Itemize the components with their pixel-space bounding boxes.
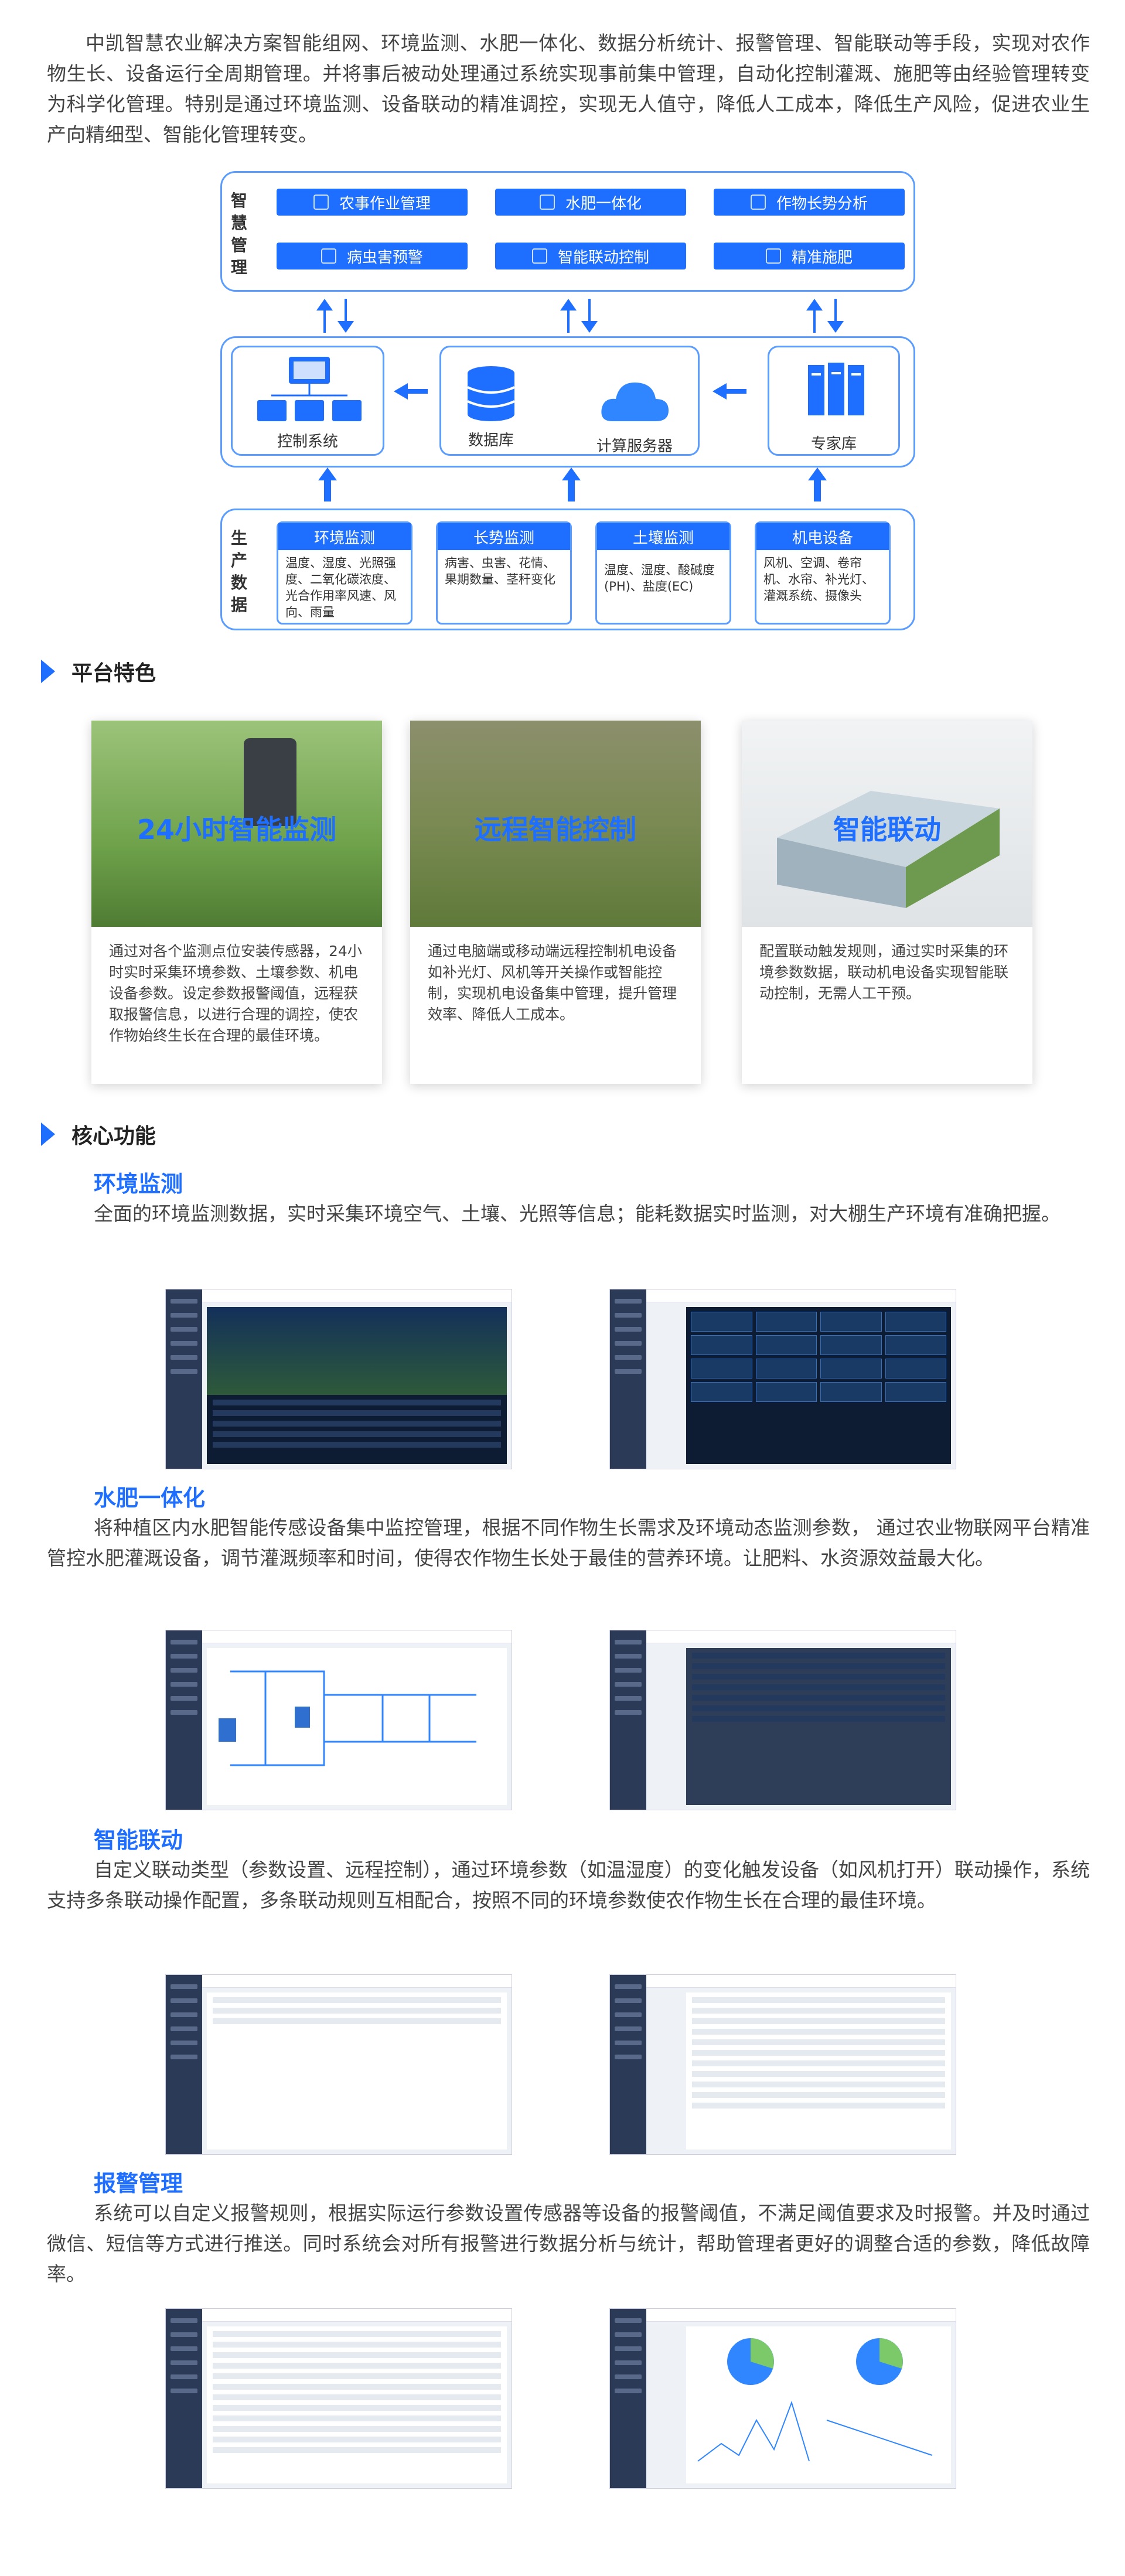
screenshot-alarm-statistics bbox=[609, 2308, 956, 2489]
feature-card-remote-control: 远程智能控制 通过电脑端或移动端远程控制机电设备如补光灯、风机等开关操作或智能控… bbox=[410, 721, 701, 1084]
core-title-alarm: 报警管理 bbox=[94, 2171, 183, 2196]
feature-card-text: 通过电脑端或移动端远程控制机电设备如补光灯、风机等开关操作或智能控制，实现机电设… bbox=[428, 943, 677, 1023]
feature-card-linkage: 智能联动 配置联动触发规则，通过实时采集的环境参数数据，联动机电设备实现智能联动… bbox=[742, 721, 1032, 1084]
production-box-body: 病害、虫害、花情、果期数量、茎秆变化 bbox=[445, 556, 555, 586]
inbox-icon bbox=[765, 248, 781, 264]
data-center-box: 数据库 计算服务器 bbox=[439, 346, 700, 456]
screenshot-linkage-table bbox=[609, 1974, 956, 2155]
production-box-growth: 长势监测 病害、虫害、花情、果期数量、茎秆变化 bbox=[436, 521, 572, 625]
alarm-charts bbox=[697, 2338, 933, 2462]
production-box-body: 风机、空调、卷帘机、水帘、补光灯、灌溉系统、摄像头 bbox=[763, 556, 874, 603]
mgmt-item-farm-work: 农事作业管理 bbox=[277, 189, 468, 216]
production-box-title: 土壤监测 bbox=[597, 523, 729, 550]
greenhouse-illustration bbox=[777, 791, 1000, 908]
production-box-environment: 环境监测 温度、湿度、光照强度、二氧化碳浓度、光合作用率风速、风向、雨量 bbox=[277, 521, 412, 625]
document-icon bbox=[539, 195, 555, 210]
core-text-environment: 全面的环境监测数据，实时采集环境空气、土壤、光照等信息；能耗数据实时监测，对大棚… bbox=[94, 1202, 1061, 1225]
core-text-linkage: 自定义联动类型（参数设置、远程控制），通过环境参数（如温湿度）的变化触发设备（如… bbox=[47, 1858, 1090, 1912]
expert-library-label: 专家库 bbox=[810, 435, 857, 453]
feature-card-title: 远程智能控制 bbox=[475, 814, 636, 845]
chart-icon bbox=[750, 195, 766, 210]
screenshot-alarm-list bbox=[165, 2308, 512, 2489]
production-box-soil: 土壤监测 温度、湿度、酸碱度(PH)、盐度(EC) bbox=[595, 521, 731, 625]
production-box-equipment: 机电设备 风机、空调、卷帘机、水帘、补光灯、灌溉系统、摄像头 bbox=[755, 521, 891, 625]
mgmt-item-growth-analysis: 作物长势分析 bbox=[714, 189, 905, 216]
screenshot-linkage-list bbox=[165, 1974, 512, 2155]
triangle-icon bbox=[41, 660, 55, 683]
compute-server-label: 计算服务器 bbox=[596, 438, 673, 455]
feature-card-title: 24小时智能监测 bbox=[137, 814, 336, 845]
bug-icon bbox=[321, 248, 336, 264]
core-text-water-fertilizer: 将种植区内水肥智能传感设备集中监控管理，根据不同作物生长需求及环境动态监测参数，… bbox=[47, 1516, 1090, 1570]
double-arrow-icon bbox=[316, 299, 354, 333]
core-title-linkage: 智能联动 bbox=[94, 1827, 183, 1853]
double-arrow-icon bbox=[806, 299, 844, 333]
intro-paragraph: 中凯智慧农业解决方案智能组网、环境监测、水肥一体化、数据分析统计、报警管理、智能… bbox=[47, 32, 1090, 146]
screenshot-environment-data bbox=[609, 1289, 956, 1469]
mgmt-item-pest-warning: 病虫害预警 bbox=[277, 243, 468, 269]
triangle-icon bbox=[41, 1122, 55, 1146]
smart-management-label: 智慧管理 bbox=[230, 191, 247, 277]
feature-card-title: 智能联动 bbox=[833, 814, 941, 845]
feature-card-text: 通过对各个监测点位安装传感器，24小时实时采集环境参数、土壤参数、机电设备参数。… bbox=[109, 943, 362, 1044]
database-label: 数据库 bbox=[468, 432, 514, 449]
sensor-device-image bbox=[244, 738, 296, 826]
production-box-title: 机电设备 bbox=[756, 523, 889, 550]
screenshot-environment-dashboard bbox=[165, 1289, 512, 1469]
screenshot-irrigation-control bbox=[609, 1630, 956, 1810]
feature-card-monitoring: 24小时智能监测 通过对各个监测点位安装传感器，24小时实时采集环境参数、土壤参… bbox=[91, 721, 382, 1084]
control-system-label: 控制系统 bbox=[277, 433, 338, 451]
production-box-body: 温度、湿度、酸碱度(PH)、盐度(EC) bbox=[604, 563, 715, 593]
feature-image-greenhouse: 智能联动 bbox=[742, 721, 1032, 927]
double-arrow-icon bbox=[560, 299, 598, 333]
arrow-up-icon bbox=[808, 468, 827, 501]
feature-card-text: 配置联动触发规则，通过实时采集的环境参数数据，联动机电设备实现智能联动控制，无需… bbox=[759, 943, 1009, 1002]
books-icon bbox=[808, 363, 864, 415]
mgmt-item-linkage-control: 智能联动控制 bbox=[495, 243, 686, 269]
control-system-box: 控制系统 bbox=[231, 346, 384, 456]
arrow-up-icon bbox=[318, 468, 337, 501]
feature-image-field: 远程智能控制 bbox=[410, 721, 701, 927]
control-network-icon bbox=[257, 357, 362, 421]
screenshot-irrigation-diagram bbox=[165, 1630, 512, 1810]
bike-icon bbox=[313, 195, 329, 210]
arrow-left-icon bbox=[712, 383, 746, 400]
section-platform-features: 平台特色 bbox=[41, 656, 156, 687]
feature-image-sensor: 24小时智能监测 bbox=[91, 721, 382, 927]
core-title-water-fertilizer: 水肥一体化 bbox=[94, 1485, 206, 1511]
arrow-up-icon bbox=[562, 468, 581, 501]
production-data-label: 生产数据 bbox=[230, 528, 247, 615]
database-icon bbox=[467, 366, 515, 421]
core-title-environment: 环境监测 bbox=[94, 1171, 183, 1197]
production-box-body: 温度、湿度、光照强度、二氧化碳浓度、光合作用率风速、风向、雨量 bbox=[285, 556, 396, 619]
section-core-functions: 核心功能 bbox=[41, 1119, 156, 1149]
production-box-title: 长势监测 bbox=[438, 523, 570, 550]
production-box-title: 环境监测 bbox=[278, 523, 411, 550]
arrow-left-icon bbox=[394, 383, 428, 400]
core-text-alarm: 系统可以自定义报警规则，根据实际运行参数设置传感器等设备的报警阈值，不满足阈值要… bbox=[47, 2202, 1090, 2285]
cloud-icon bbox=[601, 382, 669, 421]
monitor-icon bbox=[531, 248, 547, 264]
mgmt-item-precision-fertilizing: 精准施肥 bbox=[714, 243, 905, 269]
pipe-diagram bbox=[219, 1670, 476, 1766]
mgmt-item-water-fertilizer: 水肥一体化 bbox=[495, 189, 686, 216]
expert-library-box: 专家库 bbox=[768, 346, 900, 456]
